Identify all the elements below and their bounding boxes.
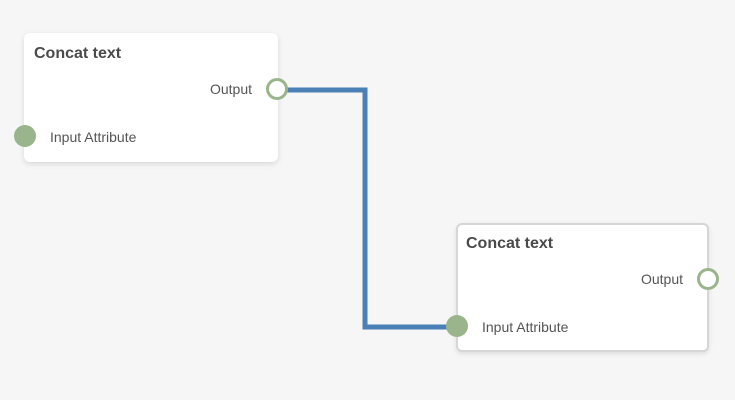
concat-text-node-selected[interactable]: Concat text Output Input Attribute	[446, 223, 719, 352]
output-port-handle[interactable]	[266, 78, 288, 100]
output-port-label: Output	[209, 81, 252, 97]
concat-text-node[interactable]: Concat text Output Input Attribute	[14, 33, 288, 162]
output-port-handle[interactable]	[697, 268, 719, 290]
output-port-label: Output	[640, 271, 683, 287]
input-port-label: Input Attribute	[482, 319, 569, 335]
input-port-handle[interactable]	[446, 315, 468, 337]
input-port-handle[interactable]	[14, 125, 36, 147]
node-title: Concat text	[466, 235, 554, 252]
connection-wire[interactable]	[287, 87, 448, 330]
input-port-label: Input Attribute	[50, 129, 137, 145]
node-title: Concat text	[34, 45, 122, 62]
